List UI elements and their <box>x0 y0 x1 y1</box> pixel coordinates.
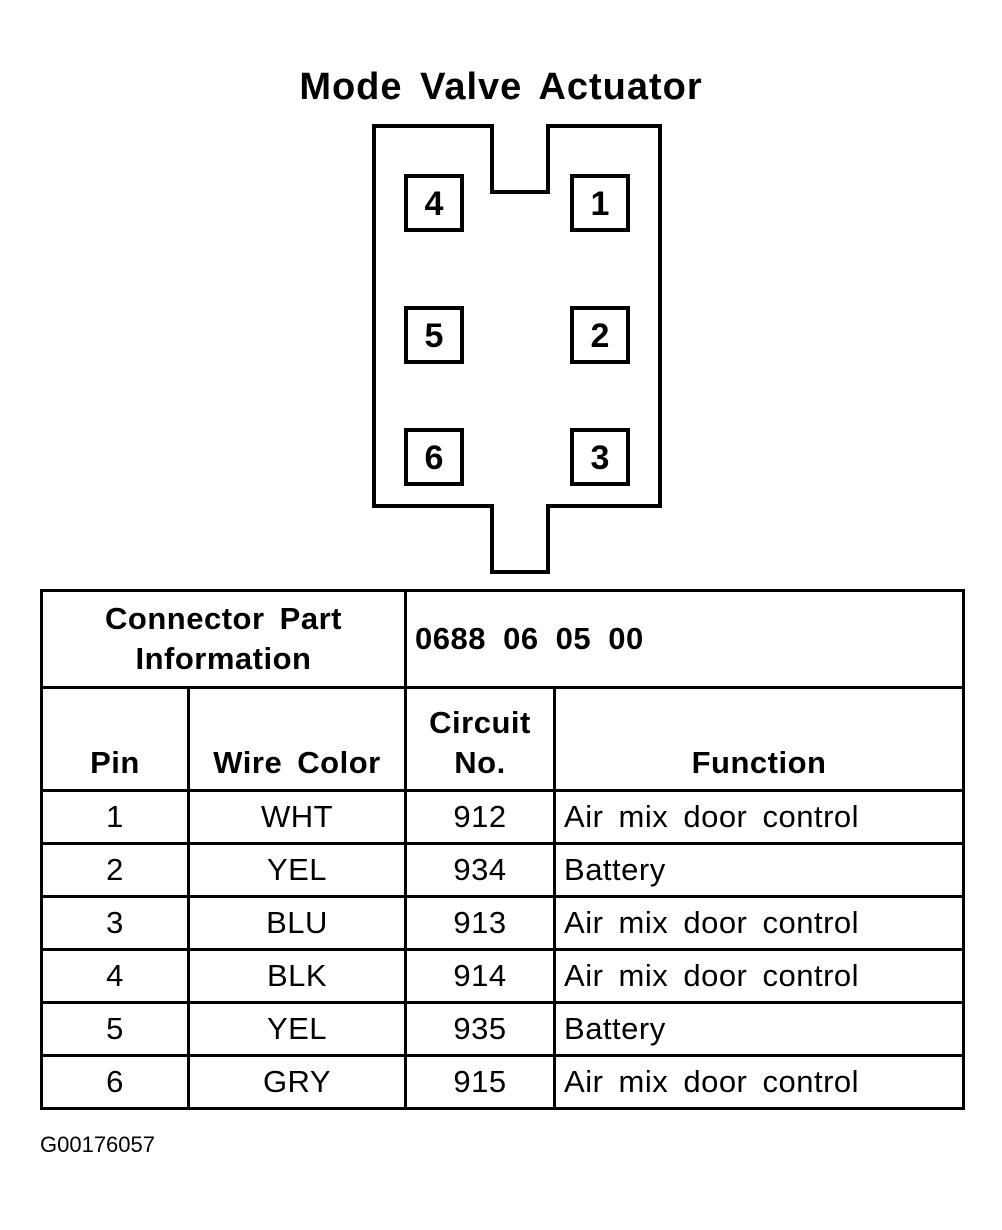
function-cell: Air mix door control <box>553 1054 966 1110</box>
wire-color-cell: BLK <box>186 948 408 1004</box>
table-row: 1 WHT 912 Air mix door control <box>40 789 966 845</box>
wire-color-cell: WHT <box>186 789 408 845</box>
function-cell: Battery <box>553 1001 966 1057</box>
table-row: 5 YEL 935 Battery <box>40 1001 966 1057</box>
table-row: 4 BLK 914 Air mix door control <box>40 948 966 1004</box>
function-cell: Air mix door control <box>553 789 966 845</box>
connector-info-row: Connector Part Information 0688 06 05 00 <box>39 589 966 689</box>
pin-5: 5 <box>404 306 464 364</box>
svg-text:1: 1 <box>591 185 610 223</box>
table-row: 2 YEL 934 Battery <box>40 842 966 898</box>
connector-pin-table: Connector Part Information 0688 06 05 00… <box>39 589 966 1110</box>
wire-color-cell: BLU <box>186 895 408 951</box>
pin-cell: 5 <box>40 1001 190 1057</box>
header-wire-color: Wire Color <box>186 686 408 792</box>
wire-color-cell: YEL <box>186 1001 408 1057</box>
table-row: 3 BLU 913 Air mix door control <box>40 895 966 951</box>
header-circuit-no: Circuit No. <box>404 686 557 792</box>
svg-text:2: 2 <box>591 317 610 355</box>
circuit-cell: 935 <box>404 1001 557 1057</box>
pin-cell: 1 <box>40 789 190 845</box>
pin-4: 4 <box>404 174 464 232</box>
circuit-cell: 914 <box>404 948 557 1004</box>
function-cell: Air mix door control <box>553 948 966 1004</box>
pin-cell: 2 <box>40 842 190 898</box>
wire-color-cell: GRY <box>186 1054 408 1110</box>
pin-3: 3 <box>570 428 630 486</box>
pin-2: 2 <box>570 306 630 364</box>
svg-text:5: 5 <box>425 317 444 355</box>
svg-text:6: 6 <box>425 439 444 477</box>
function-cell: Air mix door control <box>553 895 966 951</box>
header-function: Function <box>553 686 966 792</box>
pin-1: 1 <box>570 174 630 232</box>
pin-6: 6 <box>404 428 464 486</box>
circuit-cell: 915 <box>404 1054 557 1110</box>
connector-diagram: 4 1 5 2 6 3 <box>372 124 662 574</box>
pin-cell: 6 <box>40 1054 190 1110</box>
wire-color-cell: YEL <box>186 842 408 898</box>
circuit-cell: 913 <box>404 895 557 951</box>
connector-part-number: 0688 06 05 00 <box>404 589 966 689</box>
connector-part-info-label: Connector Part Information <box>39 589 408 689</box>
svg-text:3: 3 <box>591 439 610 477</box>
diagram-title: Mode Valve Actuator <box>299 66 703 108</box>
circuit-cell: 912 <box>404 789 557 845</box>
pin-cell: 3 <box>40 895 190 951</box>
table-row: 6 GRY 915 Air mix door control <box>40 1054 966 1110</box>
pin-cell: 4 <box>40 948 190 1004</box>
circuit-cell: 934 <box>404 842 557 898</box>
figure-id: G00176057 <box>40 1132 155 1157</box>
table-header-row: Pin Wire Color Circuit No. Function <box>40 686 966 792</box>
header-pin: Pin <box>40 686 190 792</box>
connector-outline <box>372 124 662 574</box>
svg-text:4: 4 <box>425 185 444 223</box>
function-cell: Battery <box>553 842 966 898</box>
